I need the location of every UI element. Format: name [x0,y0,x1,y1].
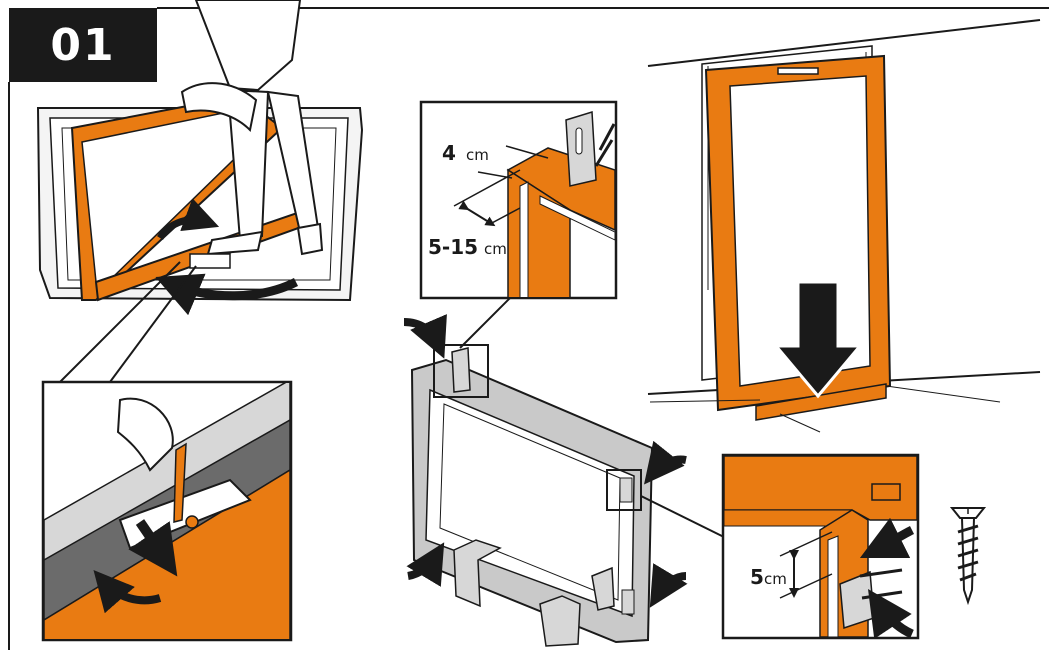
step-number: 01 [50,19,116,71]
range-distance-value: 5-15 [428,235,478,259]
hinge-distance-value: 5 [750,565,764,589]
down-arrow-icon [128,519,178,577]
screw-icon [949,507,987,606]
sash-removal-scene [36,0,364,302]
curved-arrow-icon [643,440,687,485]
hinge-release-detail [41,380,293,642]
curved-arrow-icon [859,517,915,559]
down-arrow-icon [772,280,864,399]
curved-arrow-icon [93,569,162,614]
frame-prepared-scene [410,344,654,647]
curved-arrow-icon [868,589,914,639]
curved-arrow-icon [649,563,688,608]
side-bracket-detail: 5 cm [721,453,920,640]
step-number-badge: 01 [9,8,157,82]
curved-arrow-icon [406,542,445,587]
range-distance-unit: cm [484,240,507,258]
wall-installation-scene [647,19,1041,433]
curved-arrow-icon [157,198,220,241]
page-border [8,7,1049,650]
top-bracket-detail: 4 cm 5-15 cm [419,100,618,300]
hinge-distance-unit: cm [764,570,787,588]
top-distance-unit: cm [466,146,489,164]
curved-arrow-icon [403,314,447,359]
top-distance-value: 4 [442,141,456,165]
curved-arrow-icon [155,273,299,316]
